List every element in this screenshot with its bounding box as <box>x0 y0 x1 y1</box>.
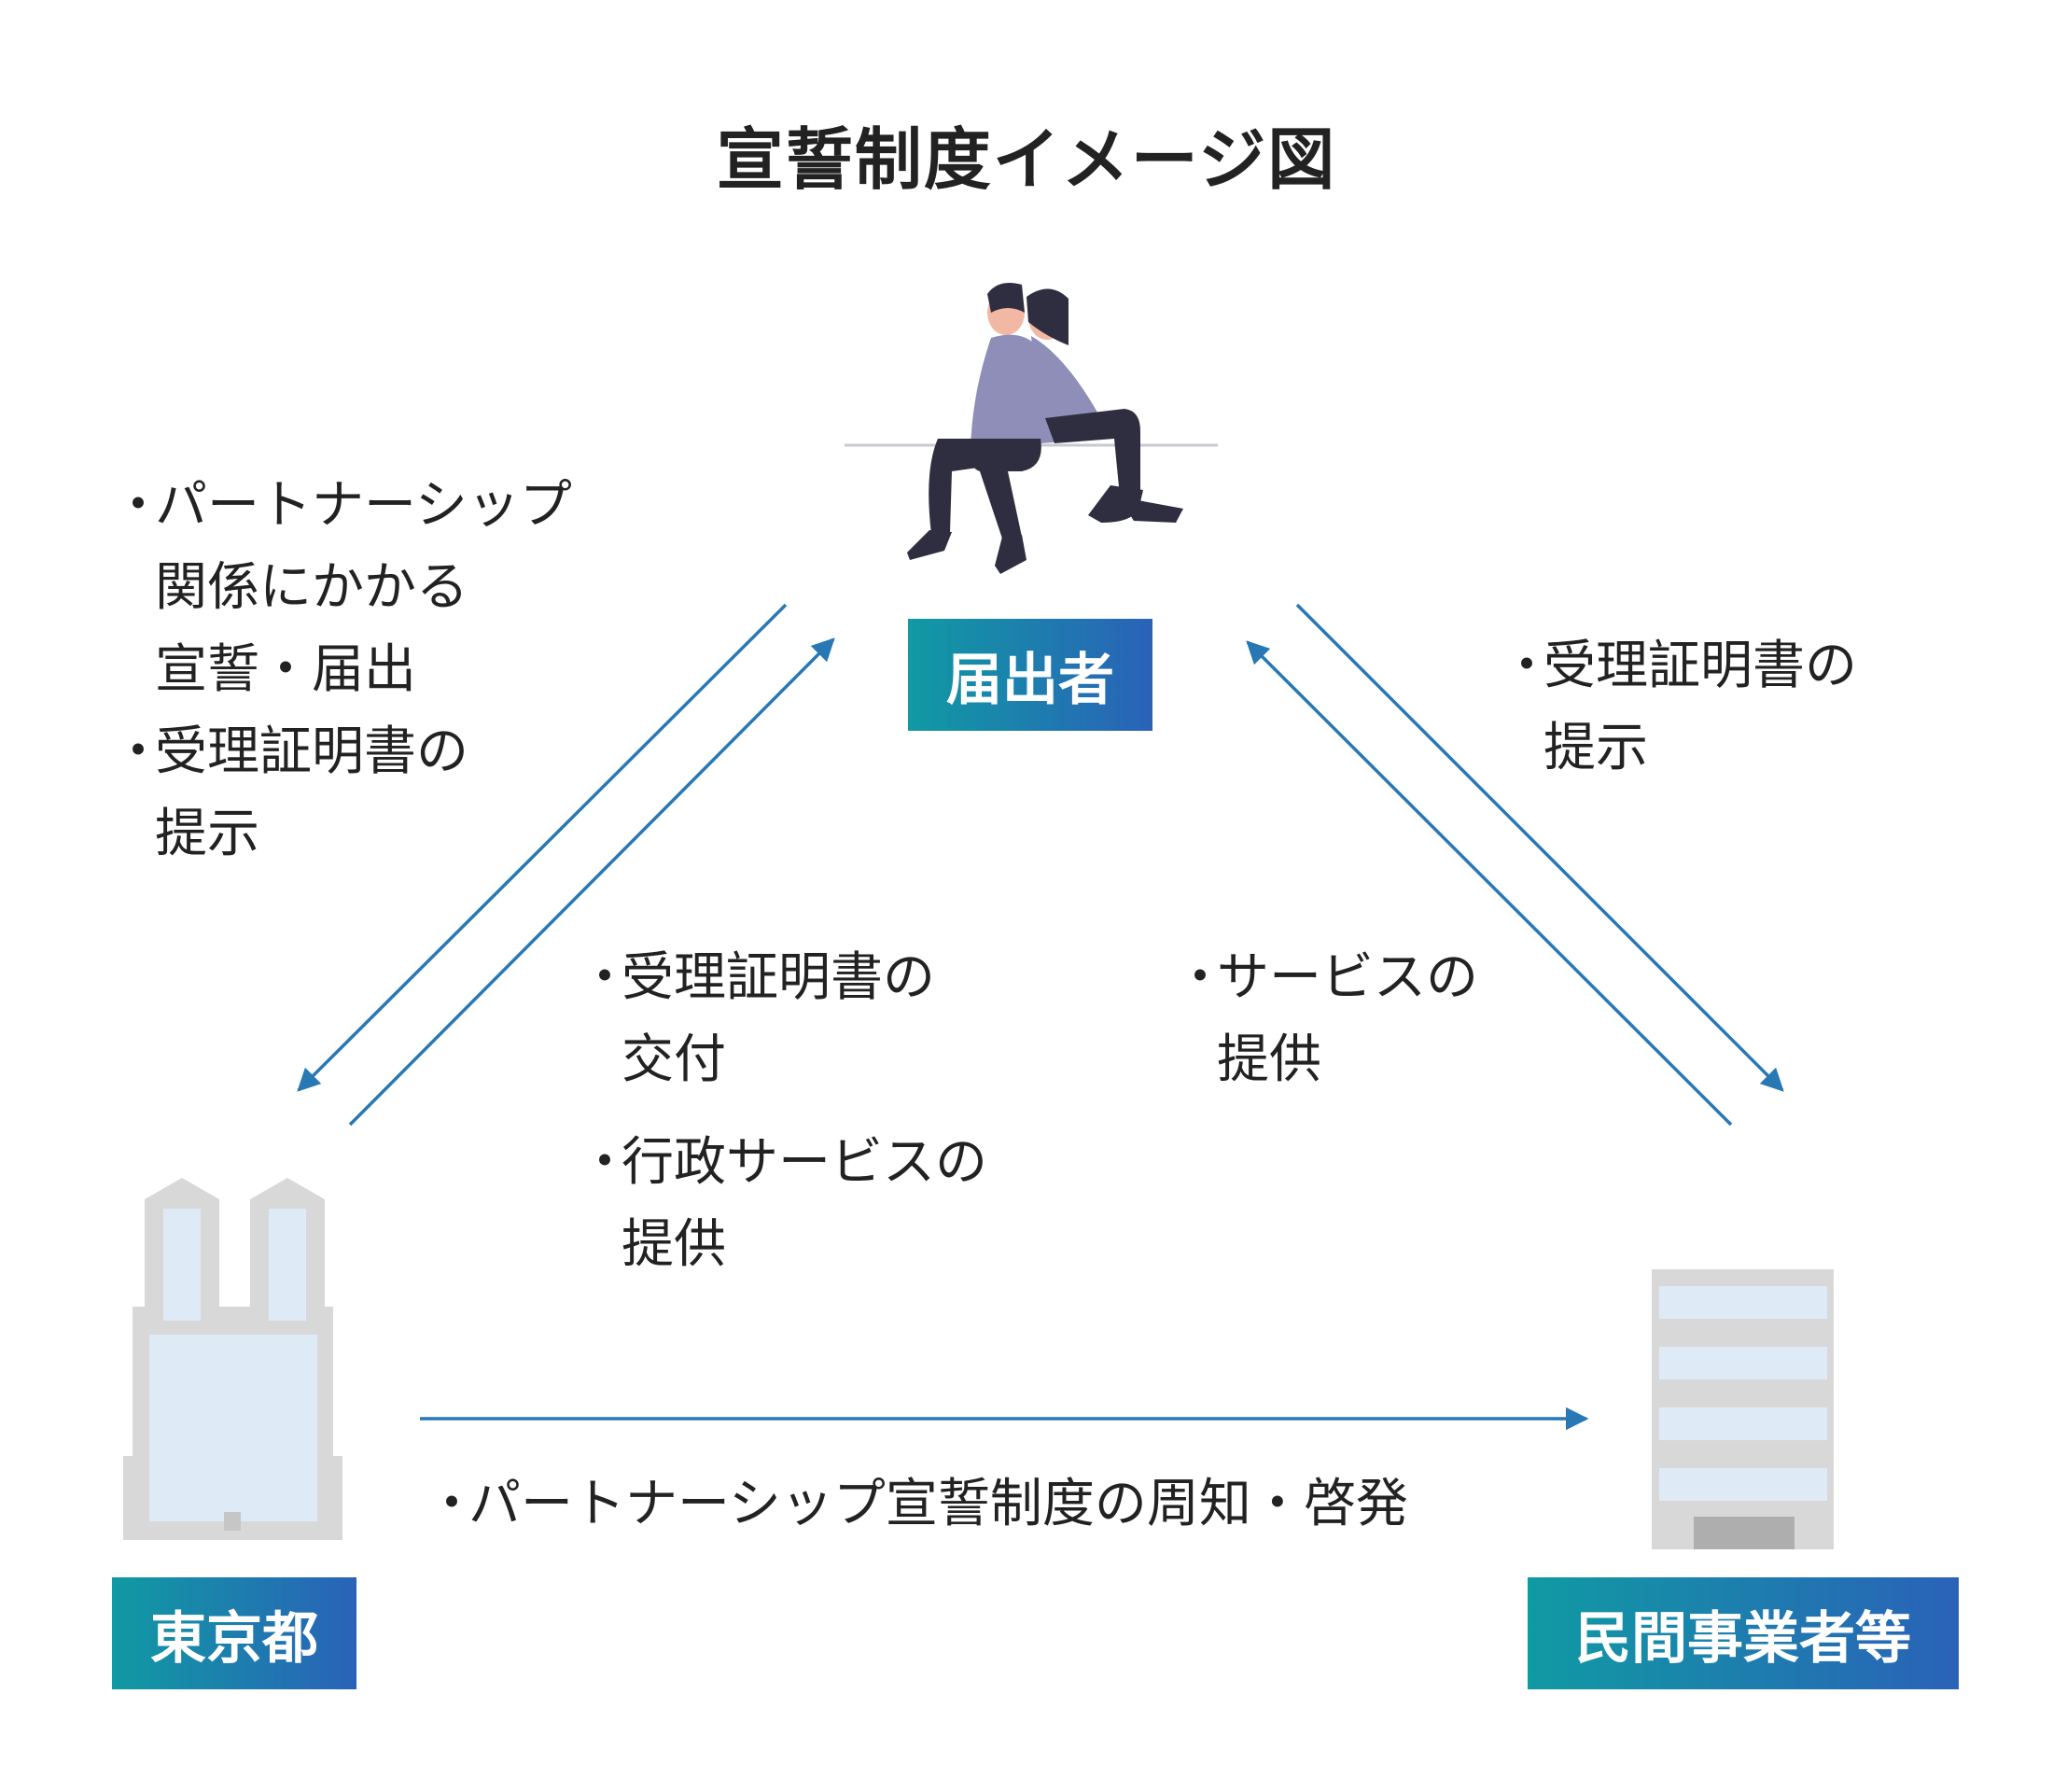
node-label-tokyo: 東京都 <box>112 1577 356 1689</box>
twin-tower-building-icon <box>123 1178 342 1540</box>
bullet: ・ <box>426 1463 468 1546</box>
node-label-applicant: 届出者 <box>908 619 1152 731</box>
annotation-text: 受理証明書の 交付 <box>621 937 935 1101</box>
annotation-item: ・ パートナーシップ宣誓制度の周知・啓発 <box>426 1463 1408 1546</box>
annotation-item: ・ サービスの 提供 <box>1174 937 1478 1101</box>
annotation-text: 受理証明書の 提示 <box>155 711 468 875</box>
annotation-item: ・ 受理証明書の 提示 <box>1501 625 1857 790</box>
annotation-item: ・ 受理証明書の 提示 <box>112 711 572 875</box>
annotation-text: パートナーシップ 関係にかかる 宣誓・届出 <box>155 465 572 711</box>
bullet: ・ <box>112 711 155 875</box>
annotation-text: サービスの 提供 <box>1217 937 1478 1101</box>
annotation-applicant-to-business: ・ 受理証明書の 提示 <box>1501 625 1857 790</box>
annotation-text: パートナーシップ宣誓制度の周知・啓発 <box>468 1463 1408 1546</box>
office-building-icon <box>1652 1269 1834 1549</box>
annotation-business-to-applicant: ・ サービスの 提供 <box>1174 937 1478 1101</box>
bullet: ・ <box>579 1122 621 1286</box>
couple-sitting-icon <box>845 283 1218 574</box>
annotation-text: 行政サービスの 提供 <box>621 1122 987 1286</box>
bullet: ・ <box>1174 937 1217 1101</box>
annotation-item: ・ パートナーシップ 関係にかかる 宣誓・届出 <box>112 465 572 711</box>
annotation-text: 受理証明書の 提示 <box>1543 625 1857 790</box>
annotation-tokyo-to-business: ・ パートナーシップ宣誓制度の周知・啓発 <box>426 1463 1408 1546</box>
node-label-business: 民間事業者等 <box>1528 1577 1959 1689</box>
bullet: ・ <box>1501 625 1543 790</box>
annotation-item: ・ 行政サービスの 提供 <box>579 1122 987 1286</box>
bullet: ・ <box>112 465 155 711</box>
annotation-tokyo-to-applicant: ・ 受理証明書の 交付 ・ 行政サービスの 提供 <box>579 937 987 1286</box>
annotation-applicant-to-tokyo: ・ パートナーシップ 関係にかかる 宣誓・届出 ・ 受理証明書の 提示 <box>112 465 572 875</box>
bullet: ・ <box>579 937 621 1101</box>
annotation-item: ・ 受理証明書の 交付 <box>579 937 987 1101</box>
